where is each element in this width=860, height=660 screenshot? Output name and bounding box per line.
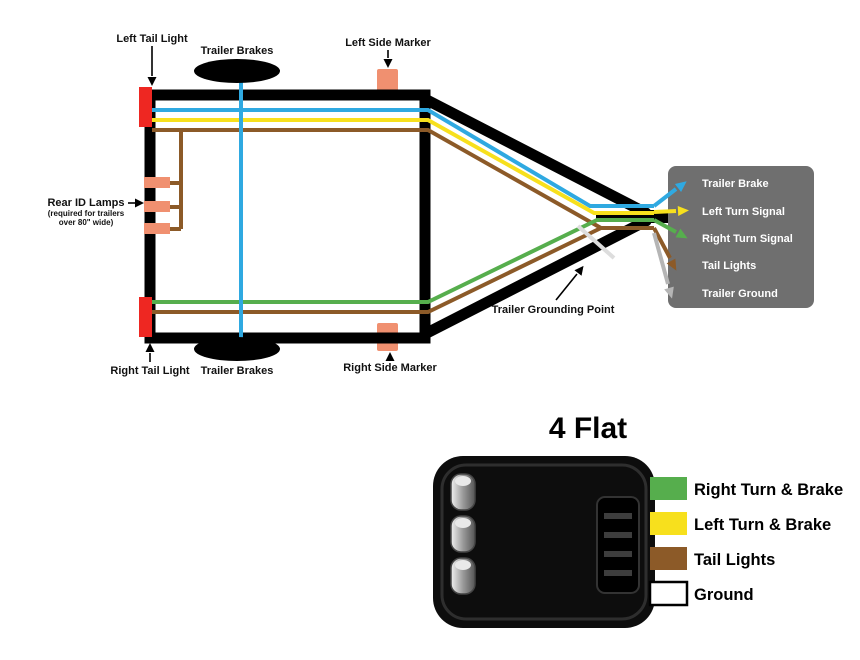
- connection-arrow-head-brown: [666, 258, 677, 271]
- rear-id-lamp-1: [144, 177, 170, 188]
- label-rear-id-lamps-note-2: over 80" wide): [59, 218, 114, 227]
- arrow-head-rear-id-lamps: [135, 198, 144, 208]
- connection-arrow-line-yellow: [653, 209, 677, 214]
- connection-arrow-line-green: [653, 218, 677, 234]
- label-left-side-marker: Left Side Marker: [345, 37, 431, 49]
- wire-left-turn-yellow: [152, 118, 654, 215]
- arrow-head-right-side-marker: [385, 352, 395, 361]
- connection-label-trailer-ground: Trailer Ground: [702, 288, 778, 300]
- label-right-tail-light: Right Tail Light: [110, 365, 190, 377]
- arrow-head-trailer-grounding-point: [574, 265, 584, 276]
- label-left-tail-light: Left Tail Light: [116, 33, 188, 45]
- wire-tail-lights-brown-bottom: [152, 226, 602, 314]
- label-trailer-brakes-bottom: Trailer Brakes: [201, 365, 274, 377]
- trailer-brake-bottom: [194, 337, 280, 361]
- arrow-head-left-side-marker: [383, 59, 393, 68]
- trailer-brake-top: [194, 59, 280, 83]
- right-tail-light-lamp: [139, 297, 152, 337]
- connector-body-inner-edge: [440, 463, 648, 621]
- connection-arrow-line-ground: [652, 232, 670, 285]
- connector-pin-2-highlight: [455, 518, 471, 528]
- label-trailer-grounding-point: Trailer Grounding Point: [492, 304, 615, 316]
- connection-arrow-line-blue: [652, 187, 678, 208]
- four-flat-title: 4 Flat: [549, 412, 627, 445]
- connection-label-left-turn-signal: Left Turn Signal: [702, 206, 785, 218]
- connection-label-trailer-brake: Trailer Brake: [702, 178, 769, 190]
- legend-swatch-right-turn: [650, 477, 687, 500]
- legend-swatch-tail-lights: [650, 547, 687, 570]
- connection-arrow-head-green: [675, 228, 688, 239]
- connection-arrow-head-ground: [664, 286, 674, 299]
- arrow-head-left-tail-light: [147, 77, 157, 86]
- label-right-side-marker: Right Side Marker: [343, 362, 437, 374]
- arrow-line-trailer-grounding-point: [555, 273, 578, 301]
- legend-swatch-ground: [648, 580, 689, 607]
- left-tail-light-lamp: [139, 87, 152, 127]
- legend-label-left-turn: Left Turn & Brake: [694, 516, 831, 534]
- connector-pin-1-highlight: [455, 476, 471, 486]
- connector-pin-3-highlight: [455, 560, 471, 570]
- legend-label-tail-lights: Tail Lights: [694, 551, 775, 569]
- rear-id-lamp-2: [144, 201, 170, 212]
- connections-panel: [668, 166, 814, 308]
- connector-socket-ridges: [604, 513, 632, 576]
- connection-label-right-turn-signal: Right Turn Signal: [702, 233, 793, 245]
- rear-id-lamp-3: [144, 223, 170, 234]
- trailer-tongue: [419, 93, 652, 340]
- wire-trailer-ground-white: [576, 224, 616, 260]
- connection-label-tail-lights: Tail Lights: [702, 260, 756, 272]
- wire-tail-lights-brown-top: [152, 128, 654, 230]
- legend-swatch-left-turn: [650, 512, 687, 535]
- connector-socket-recess: [596, 496, 640, 594]
- label-trailer-brakes-top: Trailer Brakes: [201, 45, 274, 57]
- wire-trailer-brake-blue: [152, 108, 654, 208]
- arrow-head-right-tail-light: [145, 343, 155, 352]
- trailer-frame: [144, 89, 431, 344]
- label-rear-id-lamps: Rear ID Lamps: [47, 197, 124, 209]
- connection-arrow-head-blue: [674, 181, 687, 192]
- connection-arrow-line-brown: [652, 227, 672, 259]
- legend-label-ground: Ground: [694, 586, 754, 604]
- connection-arrow-head-yellow: [677, 206, 689, 216]
- legend-label-right-turn: Right Turn & Brake: [694, 481, 843, 499]
- wire-right-turn-green: [152, 218, 654, 304]
- label-rear-id-lamps-note-1: (required for trailers: [48, 209, 125, 218]
